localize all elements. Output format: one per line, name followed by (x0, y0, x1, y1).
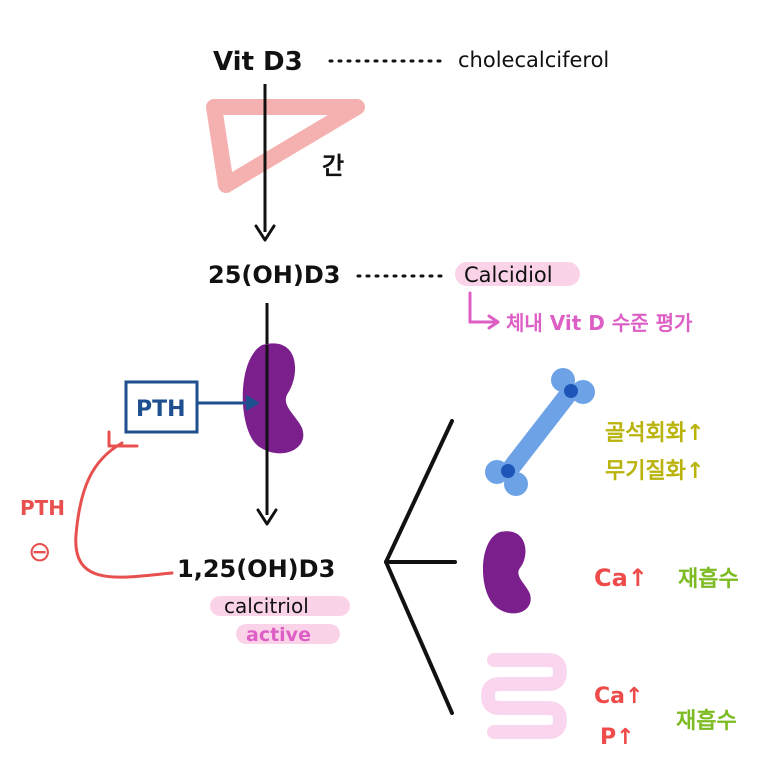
kidney-icon (242, 343, 304, 454)
intestine-icon (481, 653, 567, 739)
active-label: active (246, 624, 311, 646)
vitd3-label: Vit D3 (213, 47, 303, 77)
branch-line-intestine (384, 560, 454, 715)
minus-icon: ⊖ (28, 535, 51, 568)
cholecalciferol-label: cholecalciferol (458, 48, 609, 72)
arrow-head-1 (254, 224, 276, 242)
intestine-ca-label: Ca↑ (594, 684, 643, 709)
pth-inhibitor-label: PTH (20, 496, 65, 520)
kidney-right-icon (482, 531, 531, 614)
kidney-reabsorb-label: 재흡수 (678, 567, 739, 592)
bone-effect-line1: 골석회화↑ (605, 421, 704, 446)
calcidiol-label: Calcidiol (464, 263, 553, 287)
calcidiol-highlight (455, 262, 580, 286)
pth-box (124, 380, 199, 434)
bone-icon (485, 368, 595, 496)
pth-feedback-curve (74, 441, 174, 579)
calcidiol-note: 체내 Vit D 수준 평가 (506, 311, 693, 335)
liver-icon (206, 99, 365, 193)
calcitriol-compound-label: 1,25(OH)D3 (177, 555, 335, 583)
kidney-ca-label: Ca↑ (594, 564, 648, 592)
note-arrow-head (487, 314, 500, 330)
calcitriol-highlight (210, 596, 350, 616)
pth-box-label: PTH (136, 397, 186, 422)
liver-label: 간 (322, 152, 344, 180)
branch-line-bone (384, 419, 454, 564)
active-highlight (236, 624, 340, 644)
calcitriol-label: calcitriol (224, 594, 309, 618)
pth-arrow-head (245, 395, 259, 411)
bone-effect-line2: 무기질화↑ (605, 459, 704, 484)
note-arrow-line (468, 291, 498, 324)
arrow-head-2 (256, 508, 278, 526)
intestine-p-label: P↑ (600, 725, 635, 750)
intestine-absorb-label: 재흡수 (676, 709, 737, 734)
calcidiol-compound-label: 25(OH)D3 (208, 261, 340, 289)
